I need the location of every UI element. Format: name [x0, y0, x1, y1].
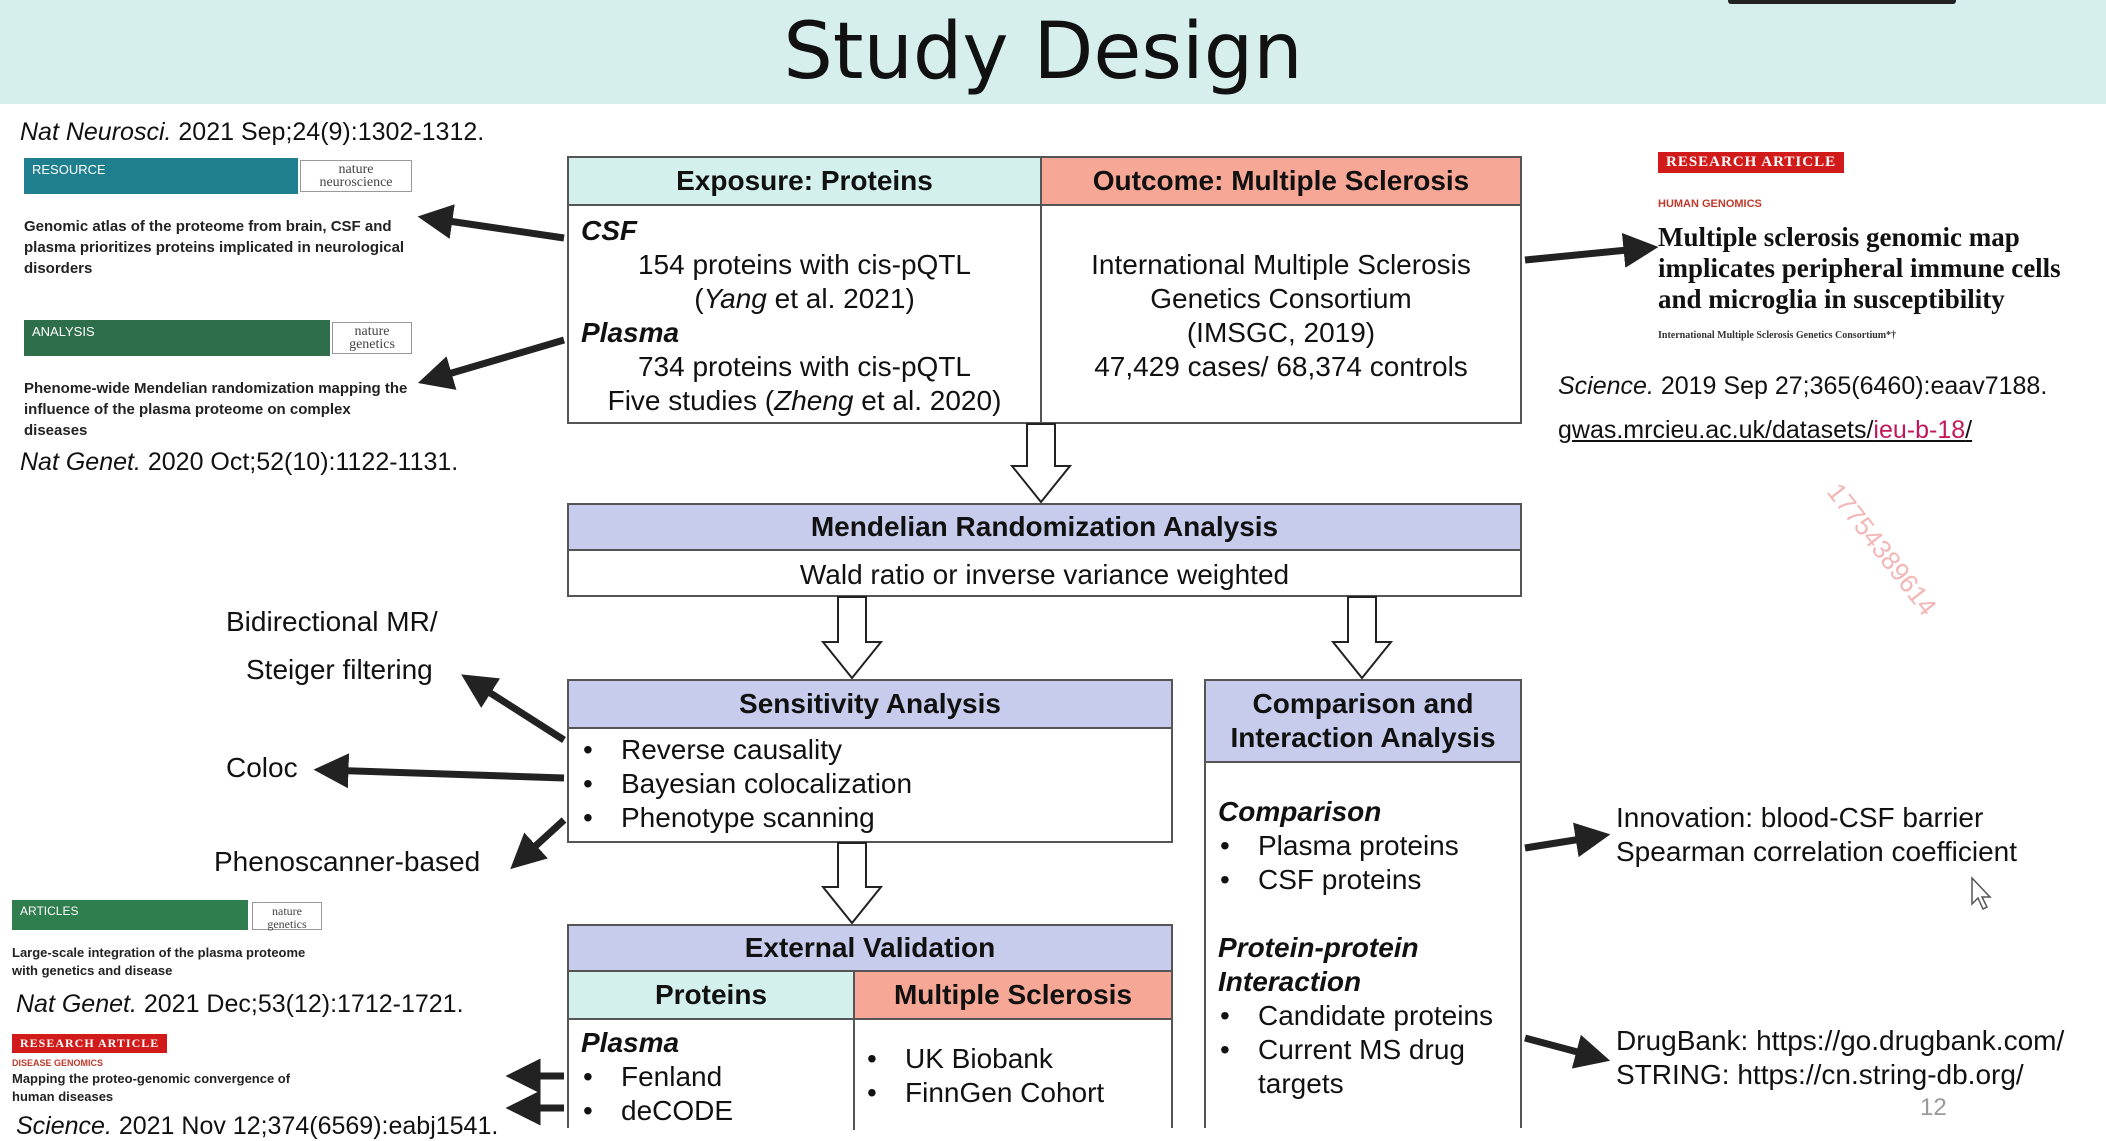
arrow-to-right-ref [1524, 232, 1659, 268]
mr-header: Mendelian Randomization Analysis [569, 505, 1520, 551]
down-arrow-2 [820, 596, 884, 680]
thumb-journal: nature genetics [332, 322, 412, 354]
paper-thumbnail-2: ANALYSIS nature genetics Phenome-wide Me… [24, 320, 412, 440]
validation-header: External Validation [569, 926, 1171, 972]
validation-ms-header: Multiple Sclerosis [855, 972, 1171, 1020]
thumb-title: Phenome-wide Mendelian randomization map… [24, 380, 408, 439]
list-item: UK Biobank [865, 1042, 1104, 1076]
gwas-dataset-link[interactable]: gwas.mrcieu.ac.uk/datasets/ieu-b-18/ [1558, 416, 1973, 444]
down-arrow-3 [1330, 596, 1394, 680]
list-item: Phenotype scanning [581, 801, 912, 835]
ppi-label-line1: Protein-protein [1218, 932, 1419, 963]
exposure-header: Exposure: Proteins [569, 158, 1040, 206]
ref-science-2019: Science. 2019 Sep 27;365(6460):eaav7188. [1558, 372, 2048, 400]
mr-box: Mendelian Randomization Analysis Wald ra… [567, 503, 1522, 597]
arrow-to-innovation [1524, 822, 1611, 858]
slide-number: 12 [1920, 1094, 1947, 1121]
thumb-journal: nature genetics [252, 902, 322, 931]
ref-nat-neurosci: Nat Neurosci. 2021 Sep;24(9):1302-1312. [20, 118, 485, 146]
list-item: CSF proteins [1218, 863, 1459, 897]
mr-method: Wald ratio or inverse variance weighted [799, 559, 1290, 590]
ppi-label-line2: Interaction [1218, 966, 1362, 997]
paper-thumbnail-3: ARTICLES nature genetics Large-scale int… [12, 900, 322, 990]
outcome-line3: (IMSGC, 2019) [1186, 317, 1376, 348]
validation-protein-list: Fenland deCODE [581, 1060, 733, 1128]
innovation-line1: Innovation: blood-CSF barrier [1616, 802, 1984, 833]
thumb-title: Mapping the proteo-genomic convergence o… [12, 1071, 291, 1104]
list-item: Bayesian colocalization [581, 767, 912, 801]
ppi-list: Candidate proteins Current MS drug [1218, 999, 1493, 1067]
research-article-badge: RESEARCH ARTICLE [1658, 152, 1845, 173]
mouse-cursor-icon [1971, 876, 1992, 911]
arrow-to-phenoscanner [510, 817, 567, 870]
right-ref-section: HUMAN GENOMICS [1658, 198, 1762, 210]
csf-line1: 154 proteins with cis-pQTL [637, 249, 972, 280]
arrow-to-bidirectional [461, 674, 566, 743]
validation-proteins-header: Proteins [569, 972, 855, 1020]
validation-box: External Validation Proteins Multiple Sc… [567, 924, 1173, 1130]
list-item: Current MS drug [1218, 1033, 1493, 1067]
down-arrow-4 [820, 842, 884, 925]
list-item: deCODE [581, 1094, 733, 1128]
plasma-label: Plasma [581, 317, 680, 348]
comparison-label: Comparison [1218, 796, 1382, 827]
comparison-list: Plasma proteins CSF proteins [1218, 829, 1459, 897]
window-tab-edge [1728, 0, 1956, 4]
csf-label: CSF [581, 215, 637, 246]
thumb-section: DISEASE GENOMICS [12, 1058, 104, 1068]
paper-thumbnail-4: RESEARCH ARTICLE DISEASE GENOMICS Mappin… [12, 1034, 312, 1114]
ref-nat-genet-2021: Nat Genet. 2021 Dec;53(12):1712-1721. [16, 990, 464, 1018]
arrow-to-thumb2 [417, 336, 565, 390]
list-item: FinnGen Cohort [865, 1076, 1104, 1110]
sensitivity-list: Reverse causality Bayesian colocalizatio… [581, 733, 912, 835]
thumb-journal: nature neuroscience [300, 160, 412, 192]
paper-thumbnail-1: RESOURCE nature neuroscience Genomic atl… [24, 158, 412, 278]
list-item: Candidate proteins [1218, 999, 1493, 1033]
arrow-to-databases [1524, 1034, 1611, 1069]
validation-divider [853, 1020, 855, 1130]
thumb-title: Large-scale integration of the plasma pr… [12, 945, 306, 978]
watermark: 17754389614 [1821, 477, 1943, 621]
sensitivity-box: Sensitivity Analysis Reverse causality B… [567, 679, 1173, 843]
research-article-badge: RESEARCH ARTICLE [12, 1034, 168, 1053]
list-item: Fenland [581, 1060, 733, 1094]
string-line: STRING: https://cn.string-db.org/ [1616, 1059, 2024, 1090]
right-ref-byline: International Multiple Sclerosis Genetic… [1658, 330, 1897, 341]
outcome-line2: Genetics Consortium [1150, 283, 1412, 314]
right-ref-headline: Multiple sclerosis genomic map implicate… [1658, 222, 2061, 314]
arrow-to-coloc [313, 753, 565, 789]
title-band [0, 0, 2106, 104]
list-item: Plasma proteins [1218, 829, 1459, 863]
outcome-header: Outcome: Multiple Sclerosis [1042, 158, 1520, 206]
coloc-label: Coloc [226, 752, 298, 783]
ref-nat-genet-2020: Nat Genet. 2020 Oct;52(10):1122-1131. [20, 448, 459, 476]
validation-plasma-label: Plasma [581, 1027, 680, 1058]
drugbank-line: DrugBank: https://go.drugbank.com/ [1616, 1025, 2065, 1056]
outcome-line1: International Multiple Sclerosis [1091, 249, 1471, 280]
csf-line2: (Yang et al. 2021) [694, 283, 915, 314]
innovation-line2: Spearman correlation coefficient [1616, 836, 2018, 867]
outcome-box: Outcome: Multiple Sclerosis Internationa… [1040, 156, 1522, 424]
bidirectional-label-line2: Steiger filtering [246, 654, 433, 685]
bidirectional-label-line1: Bidirectional MR/ [226, 606, 438, 637]
thumb-title: Genomic atlas of the proteome from brain… [24, 218, 405, 277]
plasma-line1: 734 proteins with cis-pQTL [637, 351, 972, 382]
thumb-tag: ANALYSIS [24, 320, 330, 356]
sensitivity-header: Sensitivity Analysis [569, 681, 1171, 729]
outcome-line4: 47,429 cases/ 68,374 controls [1094, 351, 1468, 382]
thumb-tag: RESOURCE [24, 158, 298, 194]
arrow-to-thumb1 [417, 204, 565, 242]
phenoscanner-label: Phenoscanner-based [214, 846, 481, 877]
ppi-item-continuation: targets [1258, 1068, 1344, 1099]
thumb-tag: ARTICLES [12, 900, 248, 930]
down-arrow-1 [1009, 423, 1073, 504]
plasma-line2: Five studies (Zheng et al. 2020) [607, 385, 1002, 416]
slide-title: Study Design [783, 7, 1303, 97]
list-item: Reverse causality [581, 733, 912, 767]
validation-ms-list: UK Biobank FinnGen Cohort [865, 1042, 1104, 1110]
